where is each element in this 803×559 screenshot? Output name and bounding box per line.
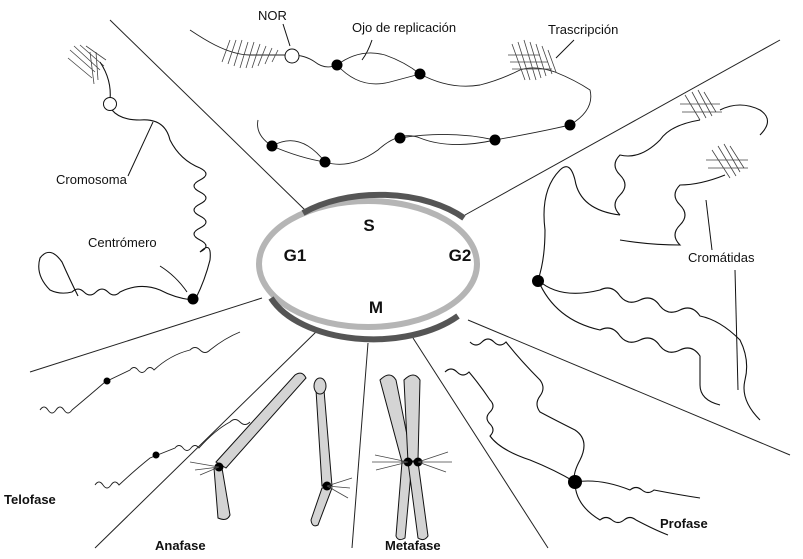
divider-line [352, 343, 368, 548]
chromatid [216, 373, 306, 468]
chromatid-strand [615, 120, 700, 215]
replication-fork [395, 133, 406, 144]
chromatid [316, 390, 332, 486]
divider-line [30, 298, 262, 372]
replication-bubble [337, 65, 420, 84]
replication-eye-pointer [362, 40, 372, 60]
chromosome-strand [40, 332, 240, 413]
chromatid-strand [538, 167, 620, 280]
chromosome-arm [39, 252, 192, 300]
replication-fork [565, 120, 576, 131]
chromatid [408, 462, 428, 540]
chromosome-strand [470, 339, 584, 482]
cell-cycle-ring: S G1 G2 M [259, 195, 477, 339]
chromosome-strand [575, 481, 700, 498]
label-chromatids: Cromátidas [688, 250, 755, 265]
label-anaphase: Anafase [155, 538, 206, 553]
chromatids-pointer-up [706, 200, 712, 250]
phase-label-g1: G1 [284, 246, 307, 265]
replication-bubble [272, 141, 325, 162]
replication-fork [267, 141, 278, 152]
chromatid-strand [720, 105, 768, 135]
label-centromere: Centrómero [88, 235, 157, 250]
prophase-sector: Profase [445, 339, 708, 535]
divider-line [468, 320, 790, 455]
chromatid-arm [538, 280, 720, 405]
replication-fork [332, 60, 343, 71]
chromatid-tip [314, 378, 326, 394]
chromatid [214, 468, 230, 519]
label-replication-eye: Ojo de replicación [352, 20, 456, 35]
metaphase-sector: Metafase [372, 375, 452, 553]
phase-label-g2: G2 [449, 246, 472, 265]
telophase-sector: Telofase [4, 332, 250, 507]
centromere [568, 475, 582, 489]
chromosome-strand [112, 110, 200, 168]
chromatids-pointer-down [735, 270, 738, 390]
centromere [153, 452, 160, 459]
g2-hatch [680, 90, 748, 178]
chromatid [311, 488, 332, 526]
phase-label-m: M [369, 298, 383, 317]
replication-fork [320, 157, 331, 168]
label-nor: NOR [258, 8, 287, 23]
g1-hatch [68, 45, 106, 84]
nor-circle [104, 98, 117, 111]
nor-hatch [222, 40, 278, 68]
centromere [104, 378, 111, 385]
anaphase-sector: Anafase [155, 373, 352, 553]
label-metaphase: Metafase [385, 538, 441, 553]
centromere [532, 275, 544, 287]
replication-fork [490, 135, 501, 146]
transcription-hatch [508, 40, 556, 80]
dna-strand [190, 30, 337, 67]
s-phase-sector: NOR Ojo de replicación Trascripción [190, 8, 618, 168]
replication-bubble [400, 134, 495, 140]
label-prophase: Profase [660, 516, 708, 531]
label-chromosome: Cromosoma [56, 172, 128, 187]
chromosome-pointer [128, 122, 153, 176]
label-telophase: Telofase [4, 492, 56, 507]
nor-pointer [283, 24, 290, 46]
chromatid-arm [538, 280, 760, 420]
divider-line [465, 40, 780, 215]
centromere-pointer [160, 266, 187, 292]
label-transcription: Trascripción [548, 22, 618, 37]
divider-line [110, 20, 305, 210]
nor-circle [285, 49, 299, 63]
chromosome-strand [100, 62, 110, 100]
dna-strand [258, 120, 570, 164]
divider-line [413, 338, 548, 548]
phase-label-s: S [363, 216, 374, 235]
replication-fork [415, 69, 426, 80]
chromosome-coil [194, 168, 210, 298]
chromatid-strand [620, 175, 725, 245]
g2-sector: Cromátidas [532, 90, 768, 420]
divider-line [95, 330, 318, 548]
chromosome-strand [445, 369, 575, 482]
centromere [188, 294, 199, 305]
g1-sector: Cromosoma Centrómero [39, 45, 211, 305]
transcription-pointer [556, 40, 574, 58]
